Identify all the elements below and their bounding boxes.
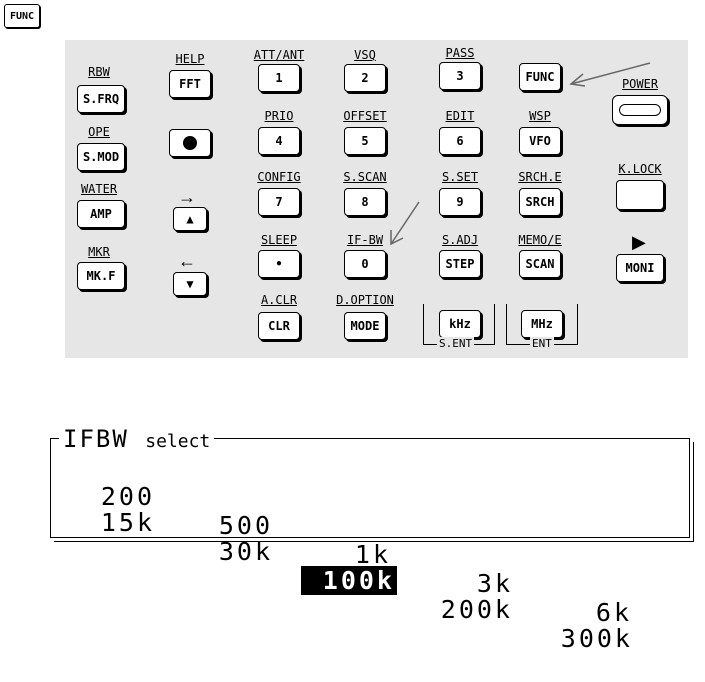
- config-label: CONFIG: [257, 170, 301, 184]
- s-frq-button[interactable]: S.FRQ: [77, 85, 125, 113]
- key-3-button[interactable]: 3: [439, 62, 481, 90]
- amp-button[interactable]: AMP: [77, 200, 125, 228]
- clr-button[interactable]: CLR: [258, 312, 300, 340]
- arrow-down-icon: ▼: [186, 277, 194, 291]
- rbw-label: RBW: [88, 65, 110, 79]
- option-500[interactable]: 500: [218, 511, 273, 540]
- moni-button[interactable]: MONI: [616, 254, 664, 282]
- option-15k[interactable]: 15k: [100, 508, 155, 537]
- offset-label: OFFSET: [343, 109, 387, 123]
- down-button[interactable]: ▼: [173, 272, 207, 296]
- scan-button[interactable]: SCAN: [519, 250, 561, 278]
- func-key-icon: FUNC: [4, 4, 40, 28]
- power-button[interactable]: [612, 95, 668, 125]
- s-ent-label: S.ENT: [437, 337, 475, 350]
- srch-button[interactable]: SRCH: [519, 188, 561, 216]
- play-triangle-icon: ▶: [632, 232, 646, 252]
- if-bw-label: IF-BW: [346, 233, 384, 247]
- up-button[interactable]: ▲: [173, 207, 207, 231]
- dot-key-button[interactable]: •: [258, 250, 300, 278]
- pass-label: PASS: [445, 46, 475, 60]
- power-label: POWER: [621, 77, 659, 91]
- d-option-label: D.OPTION: [336, 293, 394, 307]
- step-button[interactable]: STEP: [439, 250, 481, 278]
- a-clr-label: A.CLR: [260, 293, 298, 307]
- s-mod-button[interactable]: S.MOD: [77, 143, 125, 171]
- mk-f-button[interactable]: MK.F: [77, 262, 125, 290]
- k-lock-label: K.LOCK: [618, 162, 662, 176]
- mhz-button[interactable]: MHz: [521, 310, 563, 338]
- mkr-label: MKR: [88, 245, 110, 259]
- ope-label: OPE: [88, 125, 110, 139]
- edit-label: EDIT: [445, 109, 475, 123]
- key-7-button[interactable]: 7: [258, 188, 300, 216]
- power-bar-icon: [619, 104, 661, 116]
- key-4-button[interactable]: 4: [258, 127, 300, 155]
- k-lock-button[interactable]: [616, 180, 664, 210]
- help-label: HELP: [175, 52, 205, 66]
- arrow-right-icon: →: [178, 187, 196, 207]
- func-pointer-arrow-icon: [569, 62, 651, 87]
- arrow-up-icon: ▲: [186, 212, 194, 226]
- option-100k-selected[interactable]: 100k: [301, 566, 397, 595]
- lcd-subtitle: select: [145, 431, 211, 452]
- s-set-label: S.SET: [441, 170, 479, 184]
- key-9-button[interactable]: 9: [439, 188, 481, 216]
- key-2-button[interactable]: 2: [344, 64, 386, 92]
- ent-label: ENT: [530, 337, 554, 350]
- func-button[interactable]: FUNC: [519, 63, 561, 91]
- vsq-label: VSQ: [354, 48, 376, 62]
- ifbw-select-display: IFBW select 200 500 1k 3k 6k 15k 30k 100…: [50, 425, 690, 653]
- prio-label: PRIO: [264, 109, 294, 123]
- lcd-row-2: 15k 30k 100k 200k 300k: [51, 479, 691, 682]
- key-8-button[interactable]: 8: [344, 188, 386, 216]
- fft-button[interactable]: FFT: [169, 70, 211, 98]
- option-200k[interactable]: 200k: [440, 595, 513, 624]
- option-300k[interactable]: 300k: [560, 624, 633, 653]
- att-ant-label: ATT/ANT: [253, 48, 305, 62]
- keypad-panel: RBW S.FRQ OPE S.MOD WATER AMP MKR MK.F H…: [65, 40, 688, 358]
- vfo-button[interactable]: VFO: [519, 127, 561, 155]
- water-label: WATER: [80, 182, 118, 196]
- record-dot-icon: [183, 136, 197, 150]
- record-button[interactable]: [169, 129, 211, 157]
- wsp-label: WSP: [529, 109, 551, 123]
- lcd-title: IFBW select: [59, 425, 215, 453]
- mode-button[interactable]: MODE: [344, 312, 386, 340]
- srch-e-label: SRCH.E: [518, 170, 562, 184]
- key-1-button[interactable]: 1: [258, 64, 300, 92]
- option-200[interactable]: 200: [100, 482, 155, 511]
- lcd-title-text: IFBW: [63, 425, 129, 453]
- memo-e-label: MEMO/E: [518, 233, 562, 247]
- key-0-button[interactable]: 0: [344, 250, 386, 278]
- arrow-left-icon: ←: [178, 251, 196, 271]
- s-adj-label: S.ADJ: [441, 233, 479, 247]
- option-30k[interactable]: 30k: [218, 537, 273, 566]
- if-bw-pointer-arrow-icon: [390, 201, 420, 246]
- sleep-label: SLEEP: [260, 233, 298, 247]
- key-5-button[interactable]: 5: [344, 127, 386, 155]
- s-scan-label: S.SCAN: [343, 170, 387, 184]
- key-6-button[interactable]: 6: [439, 127, 481, 155]
- khz-button[interactable]: kHz: [439, 310, 481, 338]
